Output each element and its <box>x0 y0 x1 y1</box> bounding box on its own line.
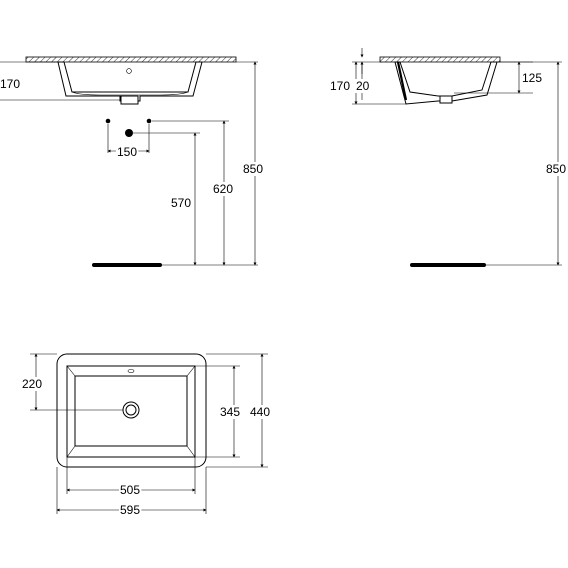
side-basin-wall <box>396 61 408 101</box>
plan-drain-inner <box>125 404 137 416</box>
plan-inner-outline <box>66 365 196 458</box>
front-waste-outlet <box>120 95 139 105</box>
plan-view: 220 345 440 505 595 <box>21 353 272 517</box>
plan-dim-inner-width: 505 <box>120 483 140 497</box>
dim-label-backing <box>249 405 272 419</box>
side-waste-outlet <box>439 95 453 104</box>
front-dim-total-height: 850 <box>243 162 263 176</box>
front-overflow-icon <box>126 68 132 74</box>
dim-label-backing <box>119 483 142 497</box>
front-dim-waste-height: 570 <box>171 196 191 210</box>
side-dim-basin-height: 170 <box>330 79 350 93</box>
dim-label-backing <box>545 162 568 176</box>
plan-drain-icon <box>122 401 140 419</box>
dim-label-backing <box>0 77 22 91</box>
front-view: 170 150 570 620 850 <box>0 56 265 267</box>
dim-label-backing <box>242 162 265 176</box>
front-waste-point <box>125 129 133 137</box>
dim-label-backing <box>212 182 235 196</box>
side-dim-rim-thickness: 20 <box>356 79 370 93</box>
plan-outer-rim <box>56 353 207 468</box>
plan-dim-outer-depth: 440 <box>250 405 270 419</box>
front-supply-point-left <box>105 118 111 124</box>
dim-label-backing <box>355 79 371 93</box>
dim-label-backing <box>329 79 352 93</box>
front-dim-basin-height: 170 <box>0 77 20 91</box>
front-countertop <box>25 56 237 63</box>
plan-dim-outer-width: 595 <box>120 503 140 517</box>
dim-label-backing <box>21 377 44 391</box>
dim-label-backing <box>119 503 142 517</box>
plan-bowl <box>74 375 188 447</box>
side-dim-bowl-depth: 125 <box>522 71 542 85</box>
side-countertop <box>379 56 501 63</box>
side-view: 170 20 125 850 <box>329 48 568 267</box>
plan-overflow-icon <box>127 369 135 373</box>
front-supply-point-right <box>146 118 152 124</box>
dim-label-backing <box>521 71 544 85</box>
front-dim-tap-spacing: 150 <box>117 145 137 159</box>
side-basin-body <box>394 61 498 105</box>
dim-label-backing <box>116 145 139 159</box>
dim-label-backing <box>219 405 242 419</box>
front-dim-supply-height: 620 <box>213 182 233 196</box>
side-dim-total-height: 850 <box>546 162 566 176</box>
dim-label-backing <box>170 196 193 210</box>
plan-dim-inner-depth: 345 <box>220 405 240 419</box>
front-basin-inner <box>71 91 189 96</box>
plan-dim-drain-offset: 220 <box>22 377 42 391</box>
